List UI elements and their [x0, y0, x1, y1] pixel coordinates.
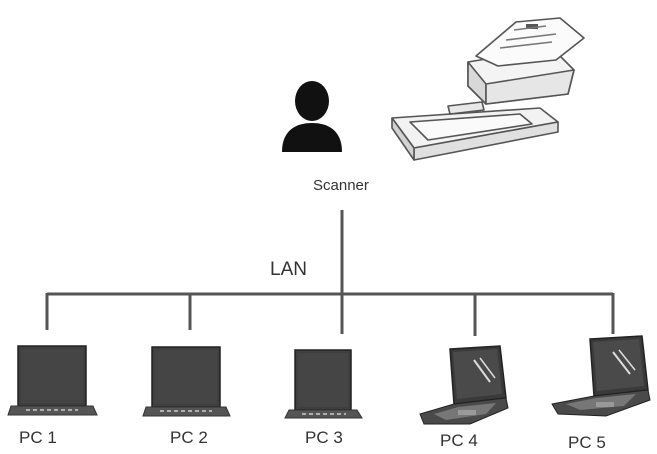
pc4-label: PC 4 — [440, 431, 478, 450]
pc1-label: PC 1 — [19, 428, 57, 447]
pc5-label: PC 5 — [568, 433, 606, 452]
pc2-laptop-icon — [142, 346, 231, 417]
pc1-laptop-icon — [7, 345, 98, 416]
network-lines — [45, 210, 615, 336]
pc3-label: PC 3 — [305, 428, 343, 447]
pc3-laptop-icon — [284, 349, 363, 419]
pc4-laptop-icon — [419, 345, 509, 425]
scanner-label: Scanner — [313, 177, 369, 194]
pc2-label: PC 2 — [170, 428, 208, 447]
user-icon — [282, 81, 342, 152]
scanner-icon — [391, 17, 585, 161]
lan-label: LAN — [270, 259, 307, 280]
pc5-laptop-icon — [551, 335, 651, 417]
